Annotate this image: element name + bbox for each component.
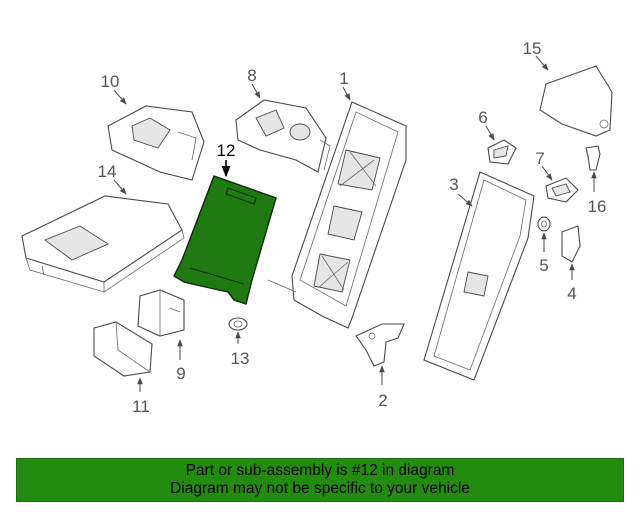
part-3-back-panel [423,171,535,381]
part-1-seatback-frame [267,101,407,329]
part-14-seat-cushion [21,195,185,293]
part-16-guide [585,145,601,171]
banner-line-1: Part or sub-assembly is #12 in diagram [185,462,455,479]
callout-10: 10 [101,72,120,91]
callout-14: 14 [98,162,117,181]
part-12-highlighted [173,175,277,305]
callout-11: 11 [132,397,150,416]
banner-line-2: Diagram may not be specific to your vehi… [170,480,470,497]
callout-5: 5 [539,256,548,275]
part-2-bracket [355,323,405,367]
part-10-trim-cover [107,105,205,181]
info-banner: Part or sub-assembly is #12 in diagram D… [16,458,624,502]
callout-6: 6 [478,108,487,127]
callout-16: 16 [588,197,607,216]
part-13-washer [228,317,248,331]
part-11-cover [93,321,153,377]
callout-8: 8 [247,66,256,85]
callout-9: 9 [176,364,185,383]
callout-4: 4 [567,284,576,303]
part-7-bezel [545,177,579,203]
part-9-bracket [137,289,185,337]
part-5-washer [537,216,551,232]
callout-15: 15 [523,39,542,58]
callout-3: 3 [449,175,458,194]
part-6-clip [487,139,517,165]
part-15-headrest [539,65,613,137]
callout-1: 1 [339,69,348,88]
part-4-bracket [561,225,581,263]
callout-13: 13 [231,349,250,368]
callout-2: 2 [378,391,387,410]
callout-12: 12 [217,141,236,160]
parts-diagram: 1 2 3 4 5 6 7 8 9 10 11 12 13 14 15 16 [21,39,613,416]
part-8-panel [235,99,331,173]
callout-7: 7 [535,149,544,168]
